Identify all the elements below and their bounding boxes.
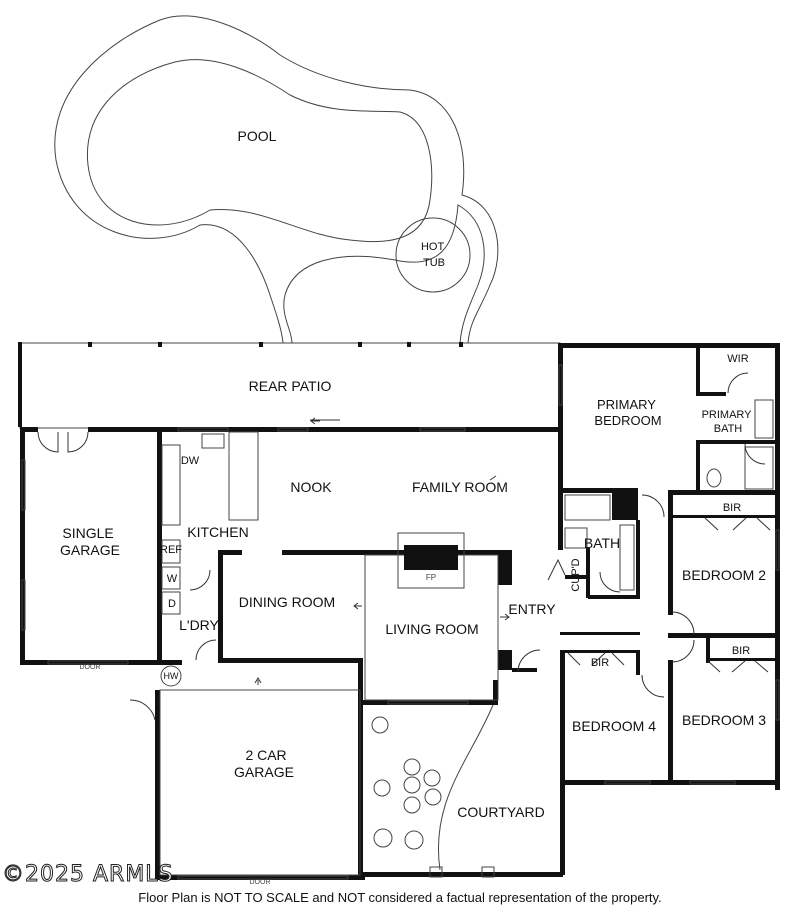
double-garage-door-label: DOOR xyxy=(250,879,271,886)
copyright-watermark: ©2025 ARMLS xyxy=(2,862,174,888)
fp-bottom-label: FP xyxy=(426,573,436,582)
dw-label: DW xyxy=(181,455,200,467)
nook-label: NOOK xyxy=(290,479,332,495)
living-room-label: LIVING ROOM xyxy=(385,621,478,637)
bedroom2-label: BEDROOM 2 xyxy=(682,567,766,583)
hot-tub-label-line1: HOT xyxy=(421,241,445,253)
washer-label: W xyxy=(167,573,178,585)
primary-bedroom-label: PRIMARY BEDROOM xyxy=(594,397,661,428)
bedroom4-label: BEDROOM 4 xyxy=(572,718,656,734)
dryer-label: D xyxy=(168,598,176,610)
ref-label: REF xyxy=(160,544,182,556)
direction-arrows xyxy=(254,417,510,685)
entry-label: ENTRY xyxy=(508,601,556,617)
two-car-garage-label: 2 CAR GARAGE xyxy=(234,747,294,780)
pool-label: POOL xyxy=(238,128,277,144)
two-car-garage-line2: GARAGE xyxy=(234,764,294,780)
dining-room-label: DINING ROOM xyxy=(239,594,335,610)
bir-bedroom3-label: BIR xyxy=(732,645,750,657)
hot-tub-label-line2: TUB xyxy=(423,257,445,269)
bir-bedroom2-label: BIR xyxy=(723,502,741,514)
courtyard-label: COURTYARD xyxy=(457,804,544,820)
bir-bedroom4-label: BIR xyxy=(591,657,609,669)
single-garage-door-label: DOOR xyxy=(80,664,101,671)
two-car-garage-line1: 2 CAR xyxy=(245,747,286,763)
bedroom3-label: BEDROOM 3 xyxy=(682,712,766,728)
wir-label: WIR xyxy=(727,353,748,365)
primary-bedroom-line1: PRIMARY xyxy=(597,397,656,412)
pool xyxy=(54,15,499,344)
primary-bath-line1: PRIMARY xyxy=(702,409,753,421)
rear-patio-label: REAR PATIO xyxy=(249,378,332,394)
kitchen-label: KITCHEN xyxy=(187,524,248,540)
bath-label: BATH xyxy=(584,535,620,551)
courtyard-plants xyxy=(371,704,495,878)
primary-bath-label: PRIMARY BATH xyxy=(702,409,755,435)
family-room-label: FAMILY ROOM xyxy=(412,479,508,495)
disclaimer-text: Floor Plan is NOT TO SCALE and NOT consi… xyxy=(138,890,662,905)
exterior-walls xyxy=(20,343,780,880)
hw-label: HW xyxy=(164,671,179,681)
hot-tub-label: HOT TUB xyxy=(421,241,447,269)
cupd-label: CUP'D xyxy=(570,558,582,591)
primary-bath-line2: BATH xyxy=(714,423,743,435)
single-garage-line1: SINGLE xyxy=(62,525,113,541)
fp-top-label: FP xyxy=(426,536,436,545)
interior-details xyxy=(21,364,780,880)
single-garage-line2: GARAGE xyxy=(60,542,120,558)
primary-bedroom-line2: BEDROOM xyxy=(594,413,661,428)
laundry-label: L'DRY xyxy=(179,617,219,633)
single-garage-label: SINGLE GARAGE xyxy=(60,525,120,558)
